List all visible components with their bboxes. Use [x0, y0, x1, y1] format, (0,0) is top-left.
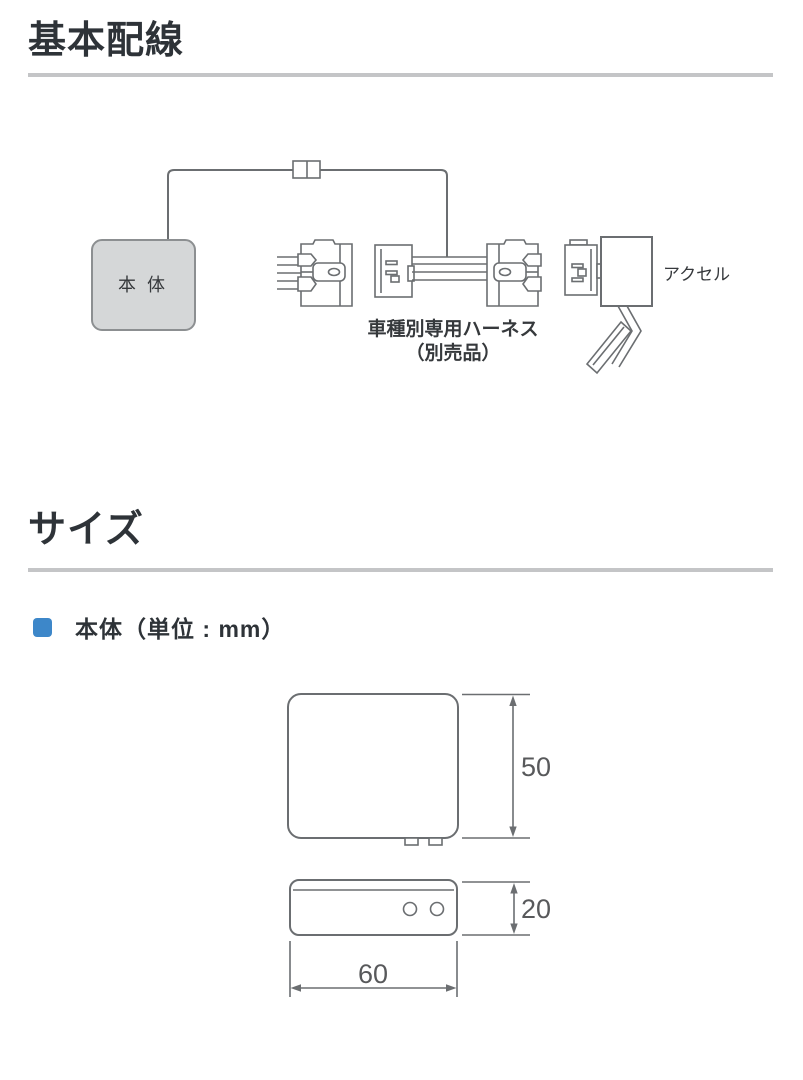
- harness-wires: [412, 256, 487, 281]
- main-unit-box: [91, 239, 196, 331]
- dimension-height-label: 50: [521, 752, 551, 782]
- size-subtitle: 本体（単位 : mm）: [75, 616, 286, 642]
- size-diagram: 50 20 60: [287, 693, 551, 997]
- main-unit-label: 本 体: [118, 275, 168, 295]
- top-view-outline: [287, 693, 459, 839]
- dimension-width-label: 60: [358, 959, 388, 989]
- harness-connector-mid: [374, 244, 415, 298]
- wiring-section-divider: [28, 73, 773, 77]
- dimension-depth-label: 20: [521, 894, 551, 924]
- wiring-diagram: 本 体: [91, 160, 730, 375]
- wiring-section-title: 基本配線: [28, 20, 185, 62]
- accelerator-label: アクセル: [663, 265, 730, 284]
- dimension-width: [289, 941, 458, 997]
- dimension-depth: [462, 881, 530, 936]
- harness-connector-right: [486, 239, 542, 307]
- accelerator-pedal: [585, 305, 642, 375]
- accelerator-unit-box: [600, 236, 653, 307]
- harness-label-line1: 車種別専用ハーネス: [367, 317, 538, 340]
- size-subtitle-row: 本体（単位 : mm）: [33, 610, 285, 644]
- dimension-height: [462, 693, 530, 839]
- size-section-divider: [28, 568, 773, 572]
- side-view-outline: [289, 879, 458, 936]
- harness-connector-left: [297, 239, 353, 307]
- inline-connector: [292, 160, 321, 179]
- size-section-title: サイズ: [28, 509, 144, 551]
- harness-label-line2: （別売品）: [405, 341, 500, 364]
- accelerator-connector: [564, 239, 603, 296]
- blue-square-bullet-icon: [33, 617, 52, 637]
- mounting-tabs: [404, 837, 443, 846]
